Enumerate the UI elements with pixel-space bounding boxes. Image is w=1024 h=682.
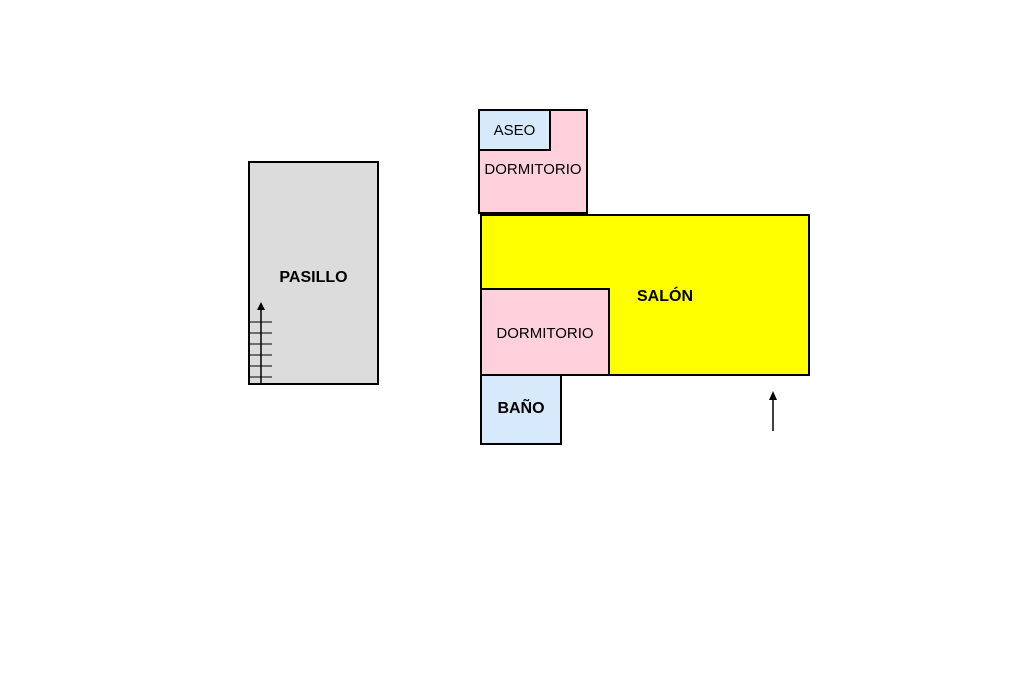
room-pasillo: PASILLO (248, 161, 379, 385)
room-label-dormitorio-bottom: DORMITORIO (496, 325, 594, 342)
room-label-aseo: ASEO (493, 121, 536, 139)
room-label-salon: SALÓN (637, 288, 693, 305)
entrance-arrow-icon (769, 391, 777, 431)
stairs-icon (250, 302, 272, 384)
room-label-dormitorio-top: DORMITORIO (484, 161, 582, 178)
room-bano: BAÑO (480, 373, 562, 445)
room-dormitorio-bottom: DORMITORIO (480, 288, 610, 376)
room-label-bano: BAÑO (497, 400, 545, 417)
room-label-pasillo: PASILLO (279, 269, 348, 286)
room-aseo: ASEO (478, 109, 551, 151)
